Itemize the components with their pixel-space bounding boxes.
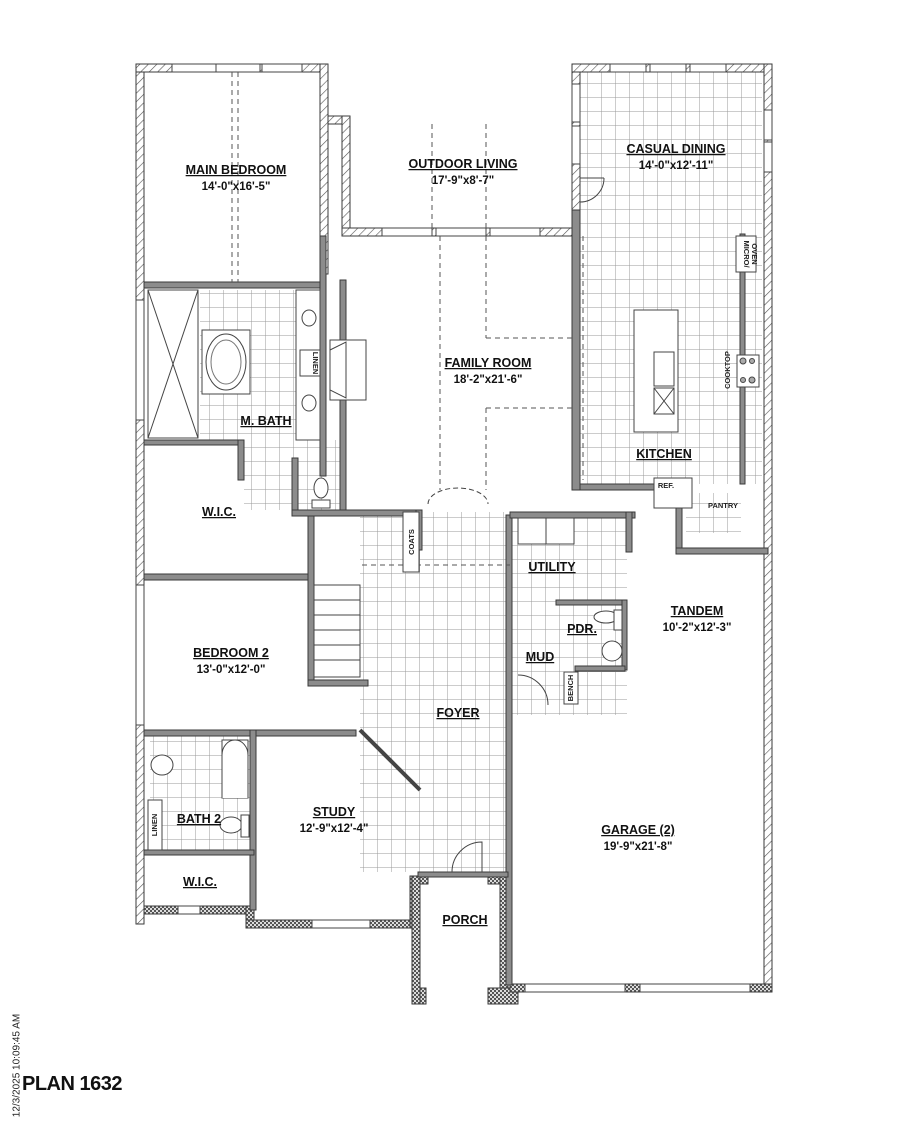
dim-outdoor-living: 17'-9"x8'-7" bbox=[432, 175, 494, 187]
label-utility: UTILITY bbox=[528, 560, 576, 574]
label-casual-dining: CASUAL DINING bbox=[626, 142, 725, 156]
dim-garage: 19'-9"x21'-8" bbox=[604, 841, 673, 853]
label-bedroom-2: BEDROOM 2 bbox=[193, 646, 269, 660]
windows bbox=[135, 63, 773, 993]
dim-casual-dining: 14'-0"x12'-11" bbox=[639, 160, 714, 172]
label-bath-2: BATH 2 bbox=[177, 812, 221, 826]
label-porch: PORCH bbox=[442, 913, 487, 927]
fixture-labels: LINEN LINEN COATS MICRO/ OVEN COOKTOP RE… bbox=[150, 240, 759, 836]
label-micro: MICRO/ bbox=[742, 240, 751, 268]
label-coats: COATS bbox=[407, 529, 416, 555]
fixtures bbox=[147, 177, 760, 873]
label-mud: MUD bbox=[526, 650, 554, 664]
label-kitchen: KITCHEN bbox=[636, 447, 692, 461]
label-family-room: FAMILY ROOM bbox=[445, 356, 532, 370]
dim-tandem: 10'-2"x12'-3" bbox=[663, 622, 732, 634]
plan-title: PLAN 1632 bbox=[22, 1073, 123, 1095]
label-study: STUDY bbox=[313, 805, 356, 819]
label-garage: GARAGE (2) bbox=[601, 823, 675, 837]
label-ref: REF. bbox=[658, 481, 674, 490]
timestamp: 12/3/2025 10:09:45 AM bbox=[11, 1013, 23, 1118]
dashed-lines bbox=[231, 72, 584, 566]
label-outdoor-living: OUTDOOR LIVING bbox=[408, 157, 517, 171]
label-linen-bath2: LINEN bbox=[150, 814, 159, 837]
label-pdr: PDR. bbox=[567, 622, 597, 636]
label-wic-2: W.I.C. bbox=[183, 875, 217, 889]
dim-study: 12'-9"x12'-4" bbox=[300, 823, 369, 835]
label-bench: BENCH bbox=[566, 675, 575, 702]
dim-bedroom-2: 13'-0"x12'-0" bbox=[197, 664, 266, 676]
interior-walls bbox=[143, 209, 769, 986]
label-cooktop: COOKTOP bbox=[723, 351, 732, 389]
label-wic-main: W.I.C. bbox=[202, 505, 236, 519]
label-m-bath: M. BATH bbox=[240, 414, 291, 428]
label-oven: OVEN bbox=[750, 243, 759, 264]
dim-family-room: 18'-2"x21'-6" bbox=[454, 374, 523, 386]
label-linen-main: LINEN bbox=[311, 352, 320, 375]
dim-main-bedroom: 14'-0"x16'-5" bbox=[202, 181, 271, 193]
room-labels: MAIN BEDROOM 14'-0"x16'-5" OUTDOOR LIVIN… bbox=[177, 142, 732, 927]
label-foyer: FOYER bbox=[436, 706, 479, 720]
label-main-bedroom: MAIN BEDROOM bbox=[186, 163, 287, 177]
label-tandem: TANDEM bbox=[671, 604, 724, 618]
label-pantry: PANTRY bbox=[708, 501, 738, 510]
